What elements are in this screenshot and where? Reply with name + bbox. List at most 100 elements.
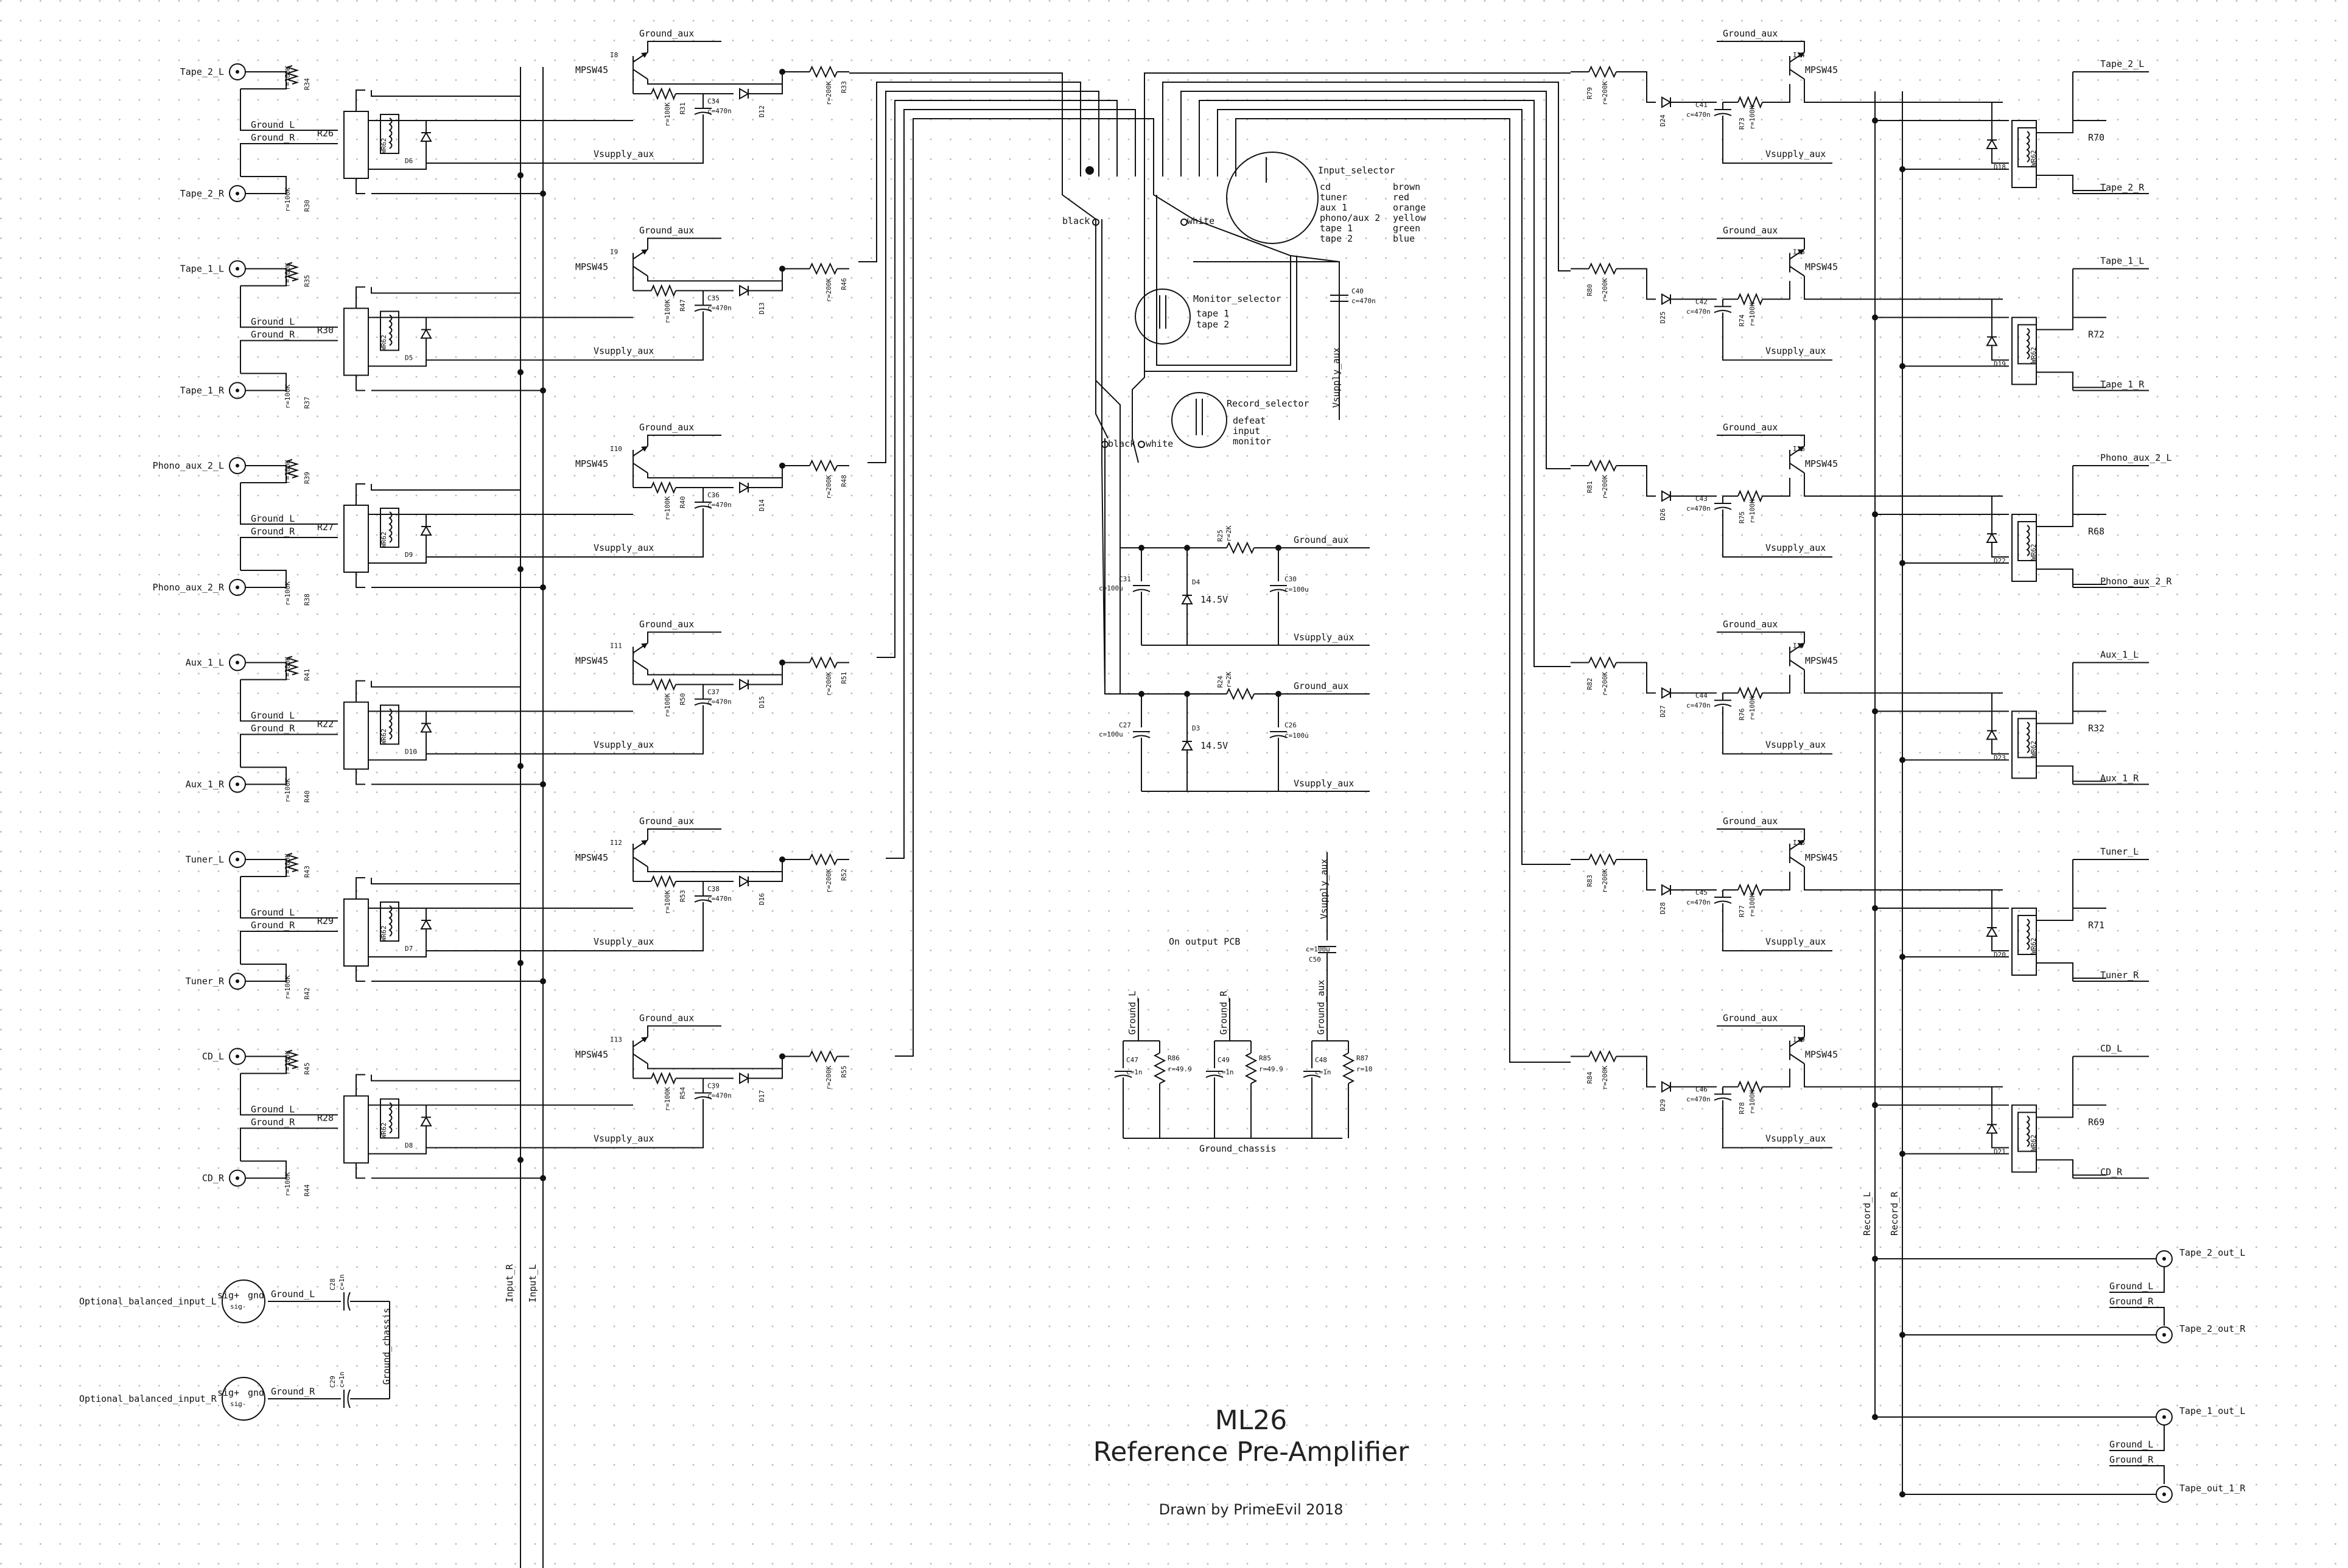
reg-vsupply: Vsupply_aux: [1294, 778, 1354, 789]
relay-label: R29: [317, 915, 334, 926]
relay-type-out: WR62: [2030, 544, 2038, 561]
rc-ground-label: Ground_L: [1127, 991, 1138, 1035]
r100k-base: r=100K: [664, 1087, 671, 1111]
cap-value: c=470n: [707, 107, 732, 115]
balanced-gnd: Ground_R: [271, 1386, 315, 1397]
tape-outputs: Tape_2_out_LGround_LGround_RTape_2_out_R…: [1872, 1247, 2246, 1503]
vsupply-label: Vsupply_aux: [594, 542, 654, 553]
ground-aux-out-label: Ground_aux: [1723, 1013, 1778, 1024]
drawing-subtitle: Reference Pre-Amplifier: [1093, 1437, 1410, 1468]
clamp-out-label: D18: [1994, 163, 2006, 171]
r100k-out: r=100K: [1748, 499, 1756, 523]
zener-label: D14: [758, 499, 766, 511]
rc-ground-label: Ground_aux: [1316, 980, 1326, 1035]
reg-res-label: R25: [1216, 530, 1224, 542]
r100k-bot: r=100K: [284, 778, 292, 802]
transistor-out-label: I15: [1793, 248, 1805, 256]
reg-c2-value: c=100u: [1284, 732, 1309, 740]
clamp-diode-label: D7: [405, 945, 413, 953]
relay-type-label: WR62: [380, 532, 388, 548]
cap-out-value: c=470n: [1686, 702, 1711, 710]
mpsw-out-label: MPSW45: [1805, 458, 1838, 469]
c50-label: C50: [1309, 956, 1321, 964]
clamp-out-label: D21: [1994, 1148, 2006, 1156]
out-bot-label: Tuner_R: [2100, 970, 2139, 981]
transistor-out-label: I19: [1793, 1036, 1805, 1044]
res-series-label: R33: [840, 81, 848, 93]
rc-res-value: r=49.9: [1168, 1065, 1192, 1073]
gnd-l-label: Ground_L: [251, 317, 295, 327]
out-bot-label: Tape_2_R: [2100, 182, 2145, 193]
tape-gnd-r: Ground_R: [2109, 1296, 2154, 1307]
res-bot-label: R30: [303, 200, 311, 212]
res-bot-label: R37: [303, 397, 311, 409]
gnd-l-label: Ground_L: [251, 513, 295, 524]
r100k-bot: r=100K: [284, 1172, 292, 1196]
res-base-out: R76: [1738, 709, 1746, 721]
input-jack-top-label: Tape_1_L: [180, 264, 224, 275]
relay-type-out: WR62: [2030, 938, 2038, 954]
out-bot-label: CD_R: [2100, 1167, 2123, 1178]
relay-type-label: WR62: [380, 926, 388, 942]
zener-out-label: D26: [1659, 508, 1667, 520]
record-selector-title: Record_selector: [1227, 398, 1309, 409]
record-selector[interactable]: Record_selector defeat input monitor bla…: [1101, 392, 1309, 449]
cap-label: C38: [707, 885, 720, 893]
res-top-label: R34: [303, 78, 311, 90]
mpsw-label: MPSW45: [575, 1049, 608, 1060]
res-series-label: R51: [840, 672, 848, 684]
clamp-diode-label: D6: [405, 157, 413, 165]
selector-row-color: yellow: [1393, 212, 1426, 223]
zener-label: D13: [758, 303, 766, 315]
white-label-2: white: [1146, 438, 1173, 449]
reg-c1-value: c=100u: [1099, 730, 1123, 738]
res-base-out: R78: [1738, 1102, 1746, 1115]
c40-capacitor: C40 c=470n Vsupply_aux: [1193, 261, 1376, 420]
out-bot-label: Tape_1_R: [2100, 379, 2145, 390]
res-bot-label: R38: [303, 593, 311, 606]
ground-aux-out-label: Ground_aux: [1723, 225, 1778, 236]
drawing-title: ML26: [1215, 1405, 1287, 1436]
reg-c1-label: C27: [1119, 721, 1131, 729]
monitor-selector[interactable]: Monitor_selector tape 1 tape 2: [1135, 289, 1281, 345]
mpsw-out-label: MPSW45: [1805, 65, 1838, 75]
r200k-out: r=200K: [1601, 1065, 1609, 1090]
r200k-out: r=200K: [1601, 671, 1609, 696]
res-base-out: R77: [1738, 905, 1746, 917]
rc-ground-label: Ground_R: [1218, 990, 1229, 1035]
res-base-label: R54: [679, 1087, 687, 1099]
clamp-diode-label: D8: [405, 1142, 413, 1150]
relay-type-out: WR62: [2030, 347, 2038, 363]
selector-row-color: red: [1393, 192, 1409, 203]
reg-zener-value: 14.5V: [1200, 594, 1228, 605]
relay-type-label: WR62: [380, 729, 388, 745]
vsupply-out-label: Vsupply_aux: [1765, 740, 1826, 751]
input-r-label: Input_R: [504, 1264, 515, 1303]
mpsw-out-label: MPSW45: [1805, 262, 1838, 273]
drawing-credit: Drawn by PrimeEvil 2018: [1159, 1501, 1344, 1518]
r100k-base: r=100K: [664, 102, 671, 127]
res-series-out: R83: [1586, 875, 1594, 887]
input-l-label: Input_L: [527, 1264, 538, 1303]
cap-value: c=470n: [707, 501, 732, 509]
input-jack-top-label: Tape_2_L: [180, 66, 224, 77]
r100k-top: r=100K: [284, 262, 292, 287]
selector-row-name: cd: [1320, 181, 1331, 192]
ground-aux-out-label: Ground_aux: [1723, 619, 1778, 630]
balanced-cap-value: c=1n: [338, 1275, 346, 1291]
r100k-top: r=100K: [284, 656, 292, 681]
clamp-out-label: D22: [1994, 557, 2006, 565]
relay-out-label: R72: [2088, 329, 2104, 340]
balanced-name: Optional_balanced_input_R: [79, 1393, 217, 1404]
res-bot-label: R40: [303, 791, 311, 803]
title-block: ML26 Reference Pre-Amplifier Drawn by Pr…: [1093, 1405, 1410, 1518]
res-series-out: R84: [1586, 1071, 1594, 1083]
gnd-r-label: Ground_R: [251, 132, 295, 143]
res-base-out: R74: [1738, 314, 1746, 326]
r100k-bot: r=100K: [284, 384, 292, 408]
record-opt-3: monitor: [1233, 436, 1271, 447]
